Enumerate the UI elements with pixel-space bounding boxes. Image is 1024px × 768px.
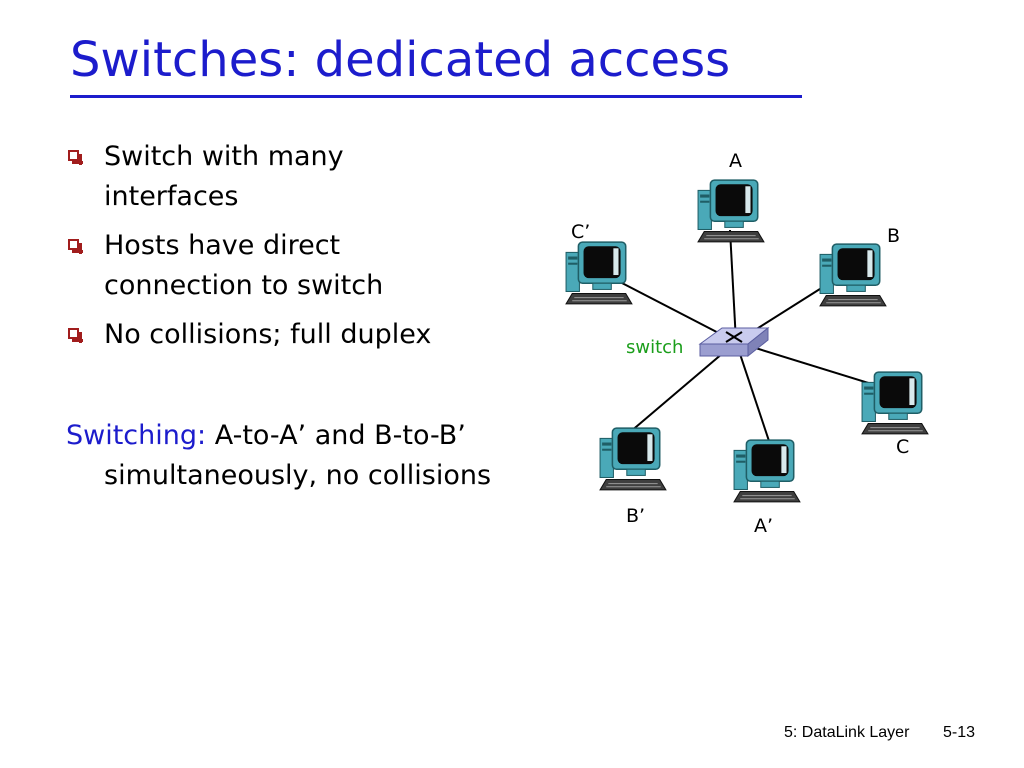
bullet-item: Switch with many interfaces [66, 137, 536, 217]
computer-icon [733, 439, 801, 503]
computer-icon [819, 243, 887, 307]
computer-icon [697, 179, 765, 243]
host-label-a: A [729, 150, 742, 172]
switching-paragraph: Switching: A-to-A’ and B-to-B’ simultane… [66, 416, 566, 496]
bullet-line: Switch with many [104, 141, 344, 172]
bullet-line: Hosts have direct [104, 230, 341, 261]
bullet-box-icon [68, 328, 83, 343]
footer-chapter: 5: DataLink Layer [784, 724, 910, 741]
host-label-c-prime: C’ [571, 221, 590, 243]
bullet-line: interfaces [104, 181, 239, 212]
bullet-box-icon [68, 150, 83, 165]
bullet-item: Hosts have direct connection to switch [66, 226, 536, 306]
network-diagram: switch A B C A’ B’ C’ [565, 150, 929, 537]
switch-icon [698, 326, 770, 358]
bullet-line: connection to switch [104, 270, 384, 301]
bullet-item: No collisions; full duplex [66, 315, 536, 355]
computer-icon [565, 241, 633, 305]
host-label-b: B [887, 225, 900, 247]
title-underline [70, 95, 802, 98]
host-label-c: C [896, 436, 909, 458]
host-label-a-prime: A’ [754, 515, 773, 537]
footer-page-number: 5-13 [943, 724, 976, 741]
link-a-prime [735, 341, 773, 451]
bullet-line: No collisions; full duplex [104, 319, 432, 350]
bullet-box-icon [68, 239, 83, 254]
host-label-b-prime: B’ [626, 505, 645, 527]
link-a [729, 229, 737, 343]
computer-icon [599, 427, 667, 491]
switching-label: Switching: [66, 420, 207, 451]
link-b-prime [629, 341, 737, 433]
computer-icon [861, 371, 929, 435]
slide-title: Switches: dedicated access [70, 32, 731, 88]
link-c [735, 341, 876, 386]
switching-text: simultaneously, no collisions [104, 460, 492, 491]
switching-text: A-to-A’ and B-to-B’ [206, 420, 466, 451]
switch-label: switch [626, 337, 683, 358]
